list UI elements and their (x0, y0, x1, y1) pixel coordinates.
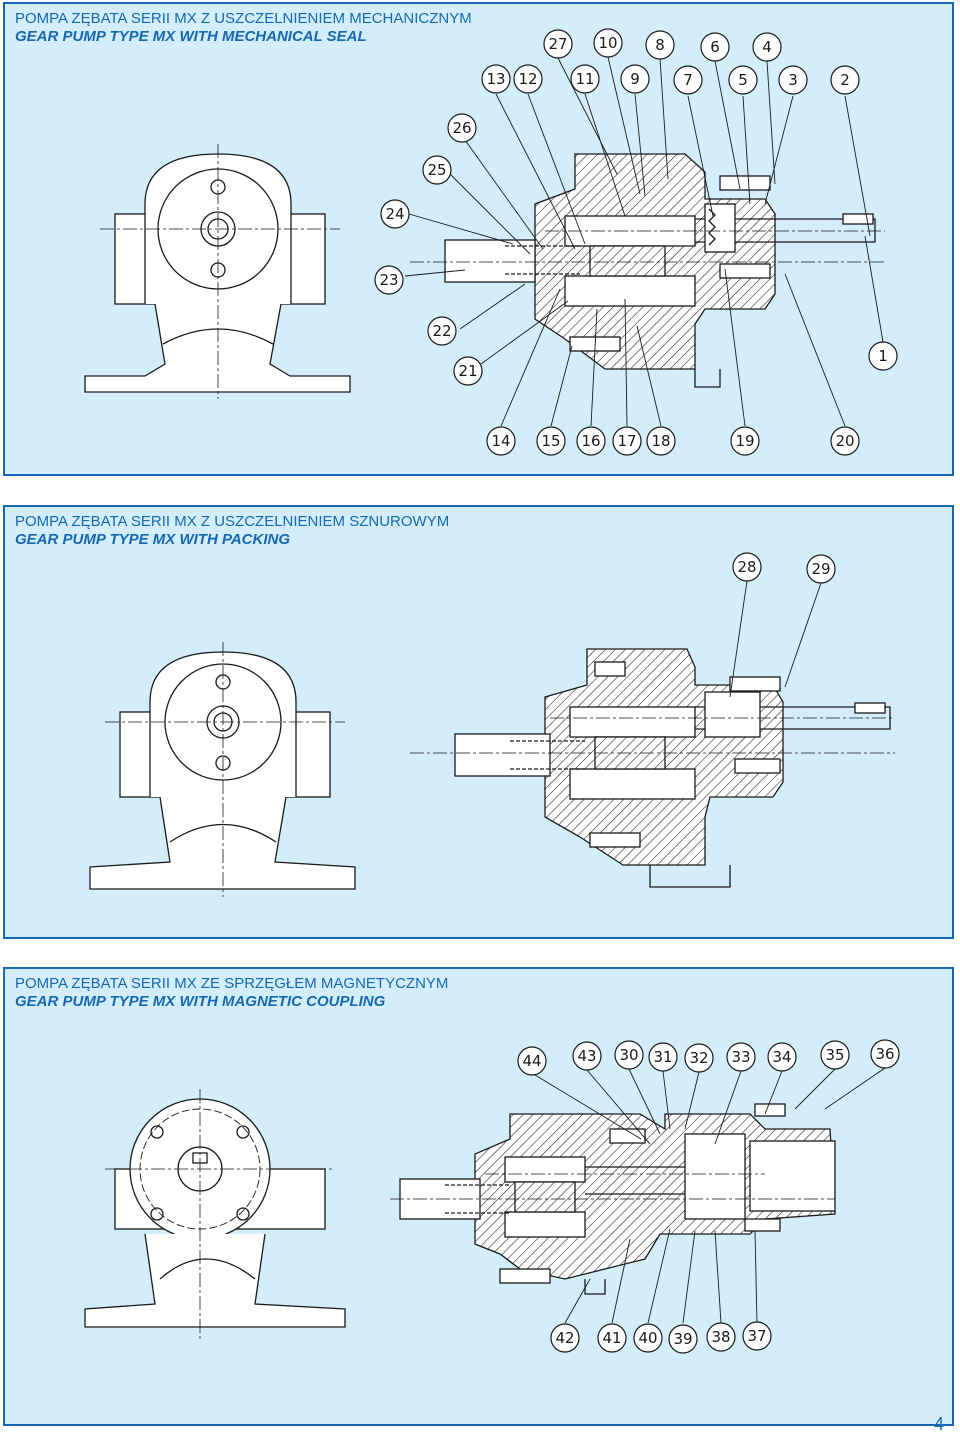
leader-lines (534, 1067, 886, 1324)
callout-3: 3 (788, 71, 798, 89)
callout-25: 25 (427, 161, 446, 179)
callout-19: 19 (735, 432, 754, 450)
callout-5: 5 (738, 71, 748, 89)
callout-11: 11 (575, 70, 594, 88)
callout-13: 13 (486, 70, 505, 88)
front-view (89, 642, 356, 897)
panel-title-pl: POMPA ZĘBATA SERII MX Z USZCZELNIENIEM M… (15, 10, 472, 27)
callout-22: 22 (432, 322, 451, 340)
callout-4: 4 (762, 38, 772, 56)
callout-33: 33 (731, 1048, 750, 1066)
callout-29: 29 (811, 560, 830, 578)
callout-6: 6 (710, 38, 720, 56)
callout-10: 10 (598, 34, 617, 52)
callout-7: 7 (683, 71, 693, 89)
callout-15: 15 (541, 432, 560, 450)
callout-37: 37 (747, 1327, 766, 1345)
front-view (84, 144, 351, 399)
front-view (84, 1089, 346, 1339)
page-number: 4 (933, 1414, 944, 1434)
callout-2: 2 (840, 71, 850, 89)
drawing-packing: 28 29 (89, 552, 895, 897)
panel-packing: POMPA ZĘBATA SERII MX Z USZCZELNIENIEM S… (3, 505, 954, 939)
callout-bubbles (517, 1039, 900, 1354)
panel-mechanical-seal: POMPA ZĘBATA SERII MX Z USZCZELNIENIEM M… (3, 2, 954, 476)
callout-40: 40 (638, 1329, 657, 1347)
callout-1: 1 (878, 347, 888, 365)
callout-30: 30 (619, 1046, 638, 1064)
callout-27: 27 (548, 35, 567, 53)
section-view (390, 1103, 836, 1295)
callout-28: 28 (737, 558, 756, 576)
callout-32: 32 (689, 1049, 708, 1067)
drawing-magnetic-coupling: 44 43 30 31 32 33 34 35 36 42 41 40 39 3… (84, 1039, 900, 1354)
callout-16: 16 (581, 432, 600, 450)
callout-42: 42 (555, 1329, 574, 1347)
callout-34: 34 (772, 1048, 791, 1066)
callout-bubbles (732, 552, 836, 584)
callout-39: 39 (673, 1330, 692, 1348)
callout-21: 21 (458, 362, 477, 380)
panel-title-pl: POMPA ZĘBATA SERII MX Z USZCZELNIENIEM S… (15, 513, 450, 530)
panel-title-en: GEAR PUMP TYPE MX WITH MAGNETIC COUPLING (15, 993, 386, 1010)
callout-12: 12 (518, 70, 537, 88)
panel-magnetic-coupling: POMPA ZĘBATA SERII MX ZE SPRZĘGŁEM MAGNE… (3, 967, 954, 1426)
leader-lines (729, 580, 822, 698)
callout-9: 9 (630, 70, 640, 88)
section-view (410, 648, 895, 888)
leader-lines (404, 56, 884, 427)
callout-24: 24 (385, 205, 404, 223)
callout-36: 36 (875, 1045, 894, 1063)
callout-35: 35 (825, 1046, 844, 1064)
drawing-mechanical-seal: 27 10 8 6 4 13 12 11 9 7 5 3 2 26 25 24 … (84, 28, 898, 456)
callout-38: 38 (711, 1328, 730, 1346)
callout-18: 18 (651, 432, 670, 450)
panel-title-en: GEAR PUMP TYPE MX WITH PACKING (15, 531, 291, 548)
callout-17: 17 (617, 432, 636, 450)
callout-14: 14 (491, 432, 510, 450)
callout-43: 43 (577, 1047, 596, 1065)
callout-8: 8 (655, 36, 665, 54)
callout-26: 26 (452, 119, 471, 137)
section-view (410, 153, 885, 388)
panel-title-en: GEAR PUMP TYPE MX WITH MECHANICAL SEAL (15, 28, 367, 45)
panel-title-pl: POMPA ZĘBATA SERII MX ZE SPRZĘGŁEM MAGNE… (15, 975, 449, 992)
callout-31: 31 (653, 1048, 672, 1066)
callout-44: 44 (522, 1052, 541, 1070)
callout-20: 20 (835, 432, 854, 450)
callout-23: 23 (379, 271, 398, 289)
callout-bubbles (374, 28, 898, 456)
callout-41: 41 (602, 1329, 621, 1347)
